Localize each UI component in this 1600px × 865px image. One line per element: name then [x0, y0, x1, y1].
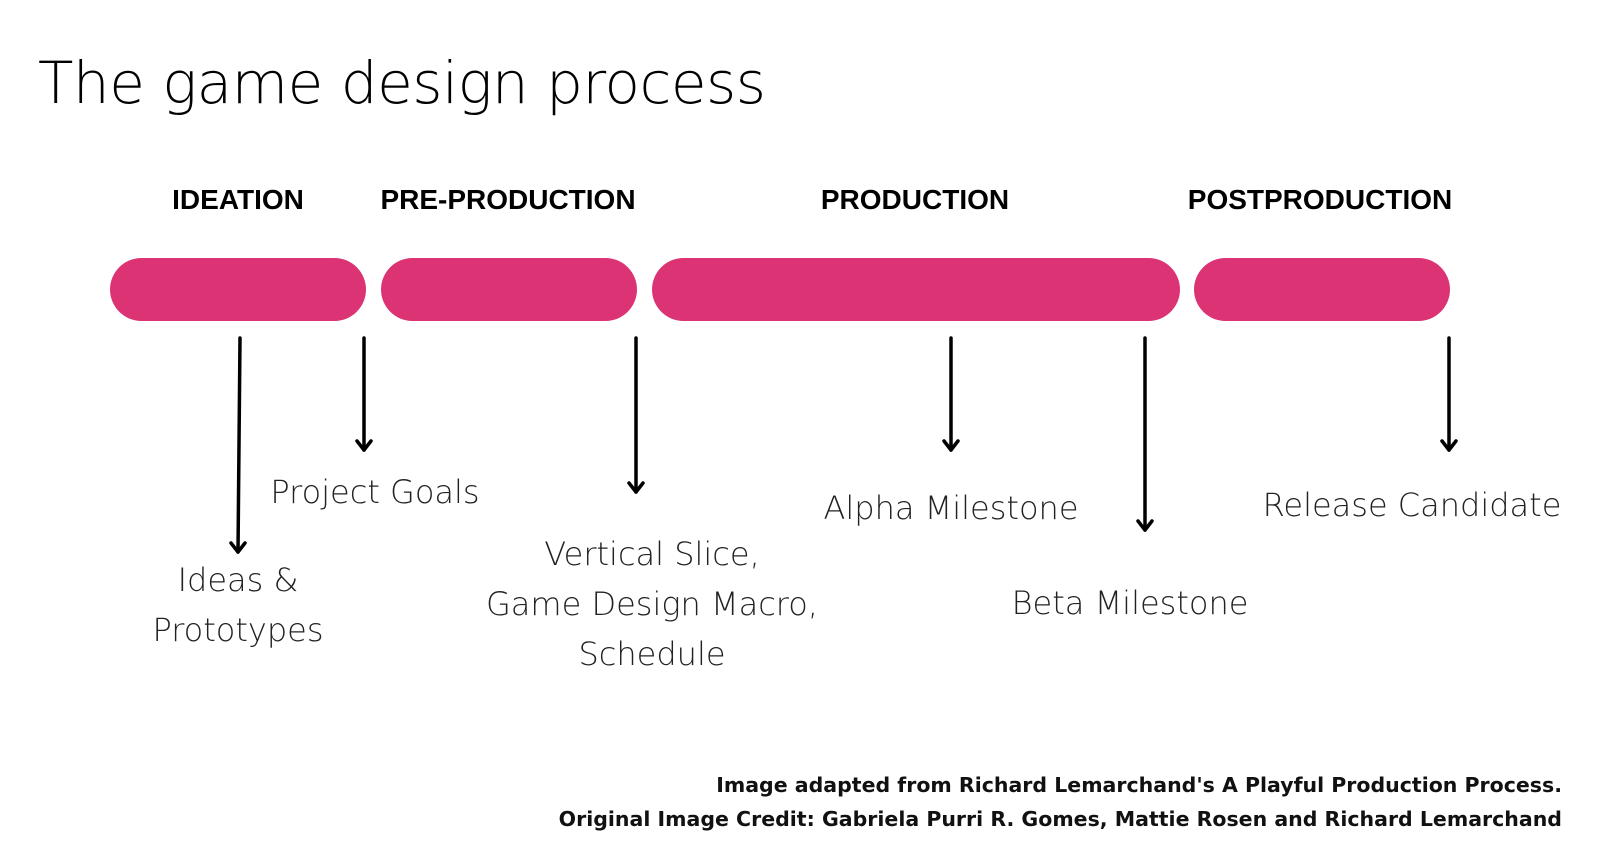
deliverable-line: Schedule — [578, 635, 726, 673]
arrow-alpha-milestone — [942, 336, 960, 452]
phase-label-pre-production: PRE-PRODUCTION — [380, 184, 636, 215]
arrow-release-candidate — [1440, 336, 1458, 452]
arrow-vertical-slice — [627, 336, 645, 494]
credit-line-2: Original Image Credit: Gabriela Purri R.… — [558, 807, 1562, 831]
arrow-project-goals — [355, 336, 373, 452]
deliverable-beta-milestone: Beta Milestone — [1012, 578, 1249, 628]
phase-label-ideation: IDEATION — [172, 184, 304, 215]
phase-bar-postproduction — [1194, 258, 1450, 321]
deliverable-ideas-prototypes: Ideas & Prototypes — [152, 555, 323, 655]
deliverable-release-candidate: Release Candidate — [1263, 480, 1562, 530]
deliverable-line: Beta Milestone — [1011, 584, 1249, 622]
deliverable-line: Prototypes — [152, 611, 324, 649]
deliverable-line: Vertical Slice, — [544, 535, 760, 573]
phase-label-postproduction: POSTPRODUCTION — [1187, 184, 1453, 215]
page-title: The game design process — [38, 49, 766, 117]
phase-bar-production — [652, 258, 1180, 321]
deliverable-line: Ideas & — [177, 561, 299, 599]
phase-bar-pre-production — [381, 258, 637, 321]
deliverable-project-goals: Project Goals — [270, 467, 479, 517]
phase-bar-ideation — [110, 258, 366, 321]
deliverable-line: Alpha Milestone — [823, 489, 1079, 527]
image-credit: Image adapted from Richard Lemarchand's … — [559, 768, 1562, 836]
arrow-beta-milestone — [1136, 336, 1154, 532]
phase-label-production: PRODUCTION — [820, 184, 1010, 215]
deliverable-line: Release Candidate — [1262, 486, 1562, 524]
credit-line-1: Image adapted from Richard Lemarchand's … — [716, 773, 1562, 797]
arrow-ideas-prototypes — [229, 336, 247, 554]
deliverable-line: Project Goals — [270, 473, 480, 511]
deliverable-line: Game Design Macro, — [486, 585, 818, 623]
deliverable-vertical-slice: Vertical Slice, Game Design Macro, Sched… — [486, 529, 818, 679]
deliverable-alpha-milestone: Alpha Milestone — [824, 483, 1079, 533]
